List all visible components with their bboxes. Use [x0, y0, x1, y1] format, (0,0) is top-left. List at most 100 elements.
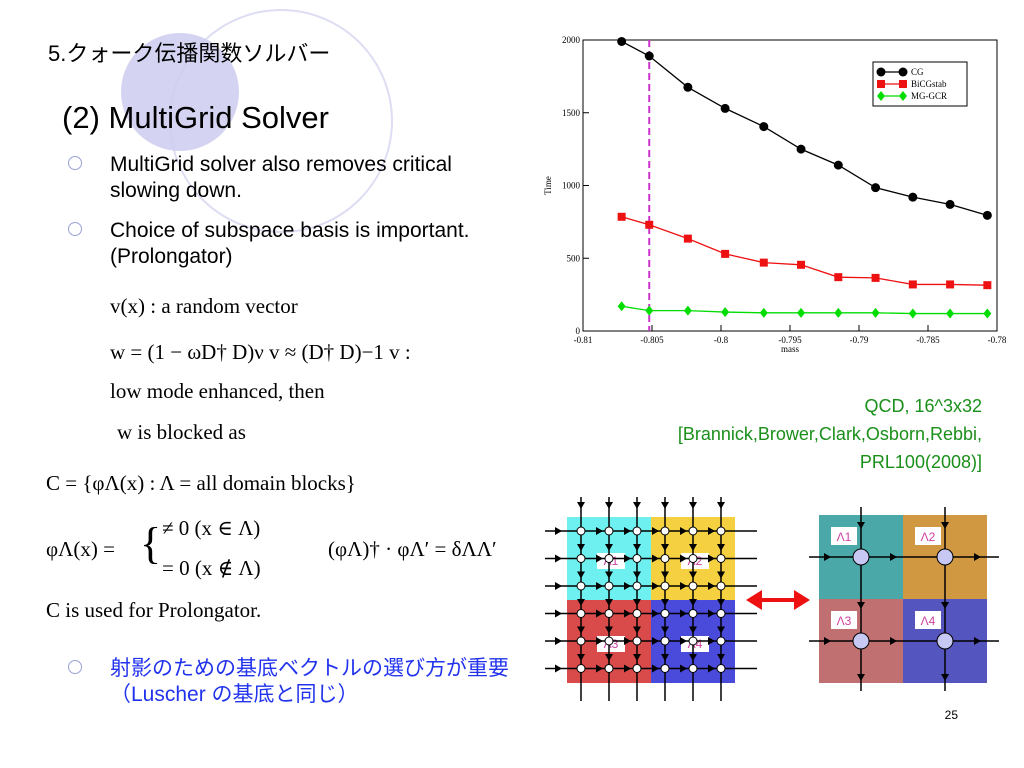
- data-point: [871, 273, 880, 282]
- arrowhead-icon: [661, 626, 669, 634]
- arrowhead-icon: [633, 544, 641, 551]
- block-label-box: [915, 611, 941, 629]
- math-line-phi-case1: ≠ 0 (x ∈ Λ): [162, 516, 261, 540]
- arrowhead-icon: [661, 502, 669, 509]
- arrowhead-icon: [652, 527, 659, 535]
- data-point: [982, 210, 992, 220]
- x-tick-label: -0.78: [988, 335, 1007, 345]
- lattice-site: [716, 581, 726, 591]
- data-point: [683, 305, 692, 316]
- arrowhead-icon: [652, 664, 659, 673]
- arrowhead-icon: [596, 664, 603, 673]
- data-point: [945, 199, 955, 209]
- timing-chart: -0.81-0.805-0.8-0.795-0.79-0.785-0.78050…: [543, 35, 1007, 354]
- lattice-site: [688, 581, 698, 591]
- math-line-random-vector: v(x) : a random vector: [110, 294, 298, 318]
- lattice-site: [604, 581, 614, 591]
- lattice-site: [660, 636, 670, 646]
- data-point: [720, 103, 730, 113]
- arrowhead-icon: [708, 637, 715, 645]
- data-point: [759, 258, 768, 267]
- lattice-site: [576, 526, 586, 536]
- lattice-site: [688, 526, 698, 536]
- x-tick-label: -0.805: [640, 335, 664, 345]
- legend-label: MG-GCR: [911, 91, 947, 101]
- lattice-site: [660, 664, 670, 673]
- block-label-box: [831, 611, 857, 629]
- citation-line-1: QCD, 16^3x32: [864, 396, 982, 416]
- arrowhead-icon: [717, 654, 725, 661]
- data-point: [617, 212, 626, 221]
- x-tick-label: -0.8: [714, 335, 729, 345]
- arrowhead-icon: [661, 544, 669, 551]
- lattice-site: [632, 609, 642, 618]
- block-label-box: [831, 527, 857, 545]
- math-line-orthogonality: (φΛ)† · φΛ′ = δΛΛ′: [328, 537, 497, 561]
- arrowhead-icon: [596, 554, 603, 563]
- lattice-site: [576, 554, 586, 563]
- arrowhead-icon: [941, 674, 949, 681]
- arrowhead-icon: [555, 582, 562, 590]
- lattice-site: [688, 636, 698, 646]
- lattice-site: [632, 554, 642, 563]
- lattice-site: [632, 636, 642, 646]
- citation: QCD, 16^3x32 [Brannick,Brower,Clark,Osbo…: [562, 392, 982, 476]
- series-MG-GCR: [617, 301, 992, 319]
- arrowhead-icon: [680, 637, 687, 645]
- series-BiCGstab: [617, 212, 992, 290]
- arrowhead-icon: [680, 527, 687, 535]
- arrowhead-icon: [857, 674, 865, 681]
- arrowhead-icon: [680, 554, 687, 563]
- coarse-site: [852, 548, 870, 566]
- arrowhead-icon: [624, 664, 631, 673]
- data-point: [644, 51, 654, 61]
- bullet-text: Choice of subspace basis is important. (…: [110, 219, 470, 268]
- arrowhead-icon: [974, 553, 981, 561]
- bullet-circle-icon: [68, 660, 82, 674]
- block-label: Λ1: [837, 530, 852, 544]
- coarse-site: [852, 632, 870, 650]
- arrowhead-icon: [555, 609, 562, 618]
- data-point: [834, 273, 843, 282]
- arrowhead-icon: [577, 571, 585, 579]
- lattice-site: [632, 581, 642, 591]
- arrowhead-icon: [661, 599, 669, 606]
- arrowhead-icon: [633, 571, 641, 579]
- data-point: [983, 308, 992, 319]
- x-tick-label: -0.81: [574, 335, 593, 345]
- arrowhead-icon: [717, 544, 725, 551]
- math-line-blocked: w is blocked as: [117, 420, 246, 444]
- arrowhead-icon: [555, 554, 562, 563]
- y-axis-label: Time: [543, 176, 553, 195]
- arrowhead-icon: [633, 654, 641, 661]
- arrowhead-icon: [661, 654, 669, 661]
- math-line-w-definition: w = (1 − ωD† D)ν v ≈ (D† D)−1 v :: [110, 340, 411, 364]
- data-point: [645, 305, 654, 316]
- arrowhead-icon: [633, 599, 641, 606]
- y-tick-label: 1000: [562, 181, 581, 191]
- arrowhead-icon: [680, 664, 687, 673]
- arrowhead-icon: [605, 502, 613, 509]
- bullet-circle-icon: [68, 222, 82, 236]
- data-point: [683, 234, 692, 243]
- math-line-prolongator: C is used for Prolongator.: [46, 598, 262, 622]
- lattice-site: [632, 664, 642, 673]
- section-title: 5.クォーク伝播関数ソルバー: [48, 41, 331, 66]
- lattice-site: [604, 609, 614, 618]
- lattice-site: [660, 526, 670, 536]
- arrowhead-icon: [624, 637, 631, 645]
- lattice-site: [660, 609, 670, 618]
- arrowhead-icon: [974, 637, 981, 645]
- arrowhead-icon: [857, 602, 865, 609]
- data-point: [899, 80, 907, 88]
- lattice-site: [632, 526, 642, 536]
- x-axis-label: mass: [781, 344, 799, 354]
- data-point: [683, 82, 693, 92]
- lattice-site: [660, 581, 670, 591]
- arrowhead-icon: [577, 544, 585, 551]
- lattice-site: [604, 526, 614, 536]
- math-line-phi-case2: = 0 (x ∉ Λ): [162, 556, 261, 580]
- data-point: [946, 308, 955, 319]
- data-point: [796, 144, 806, 154]
